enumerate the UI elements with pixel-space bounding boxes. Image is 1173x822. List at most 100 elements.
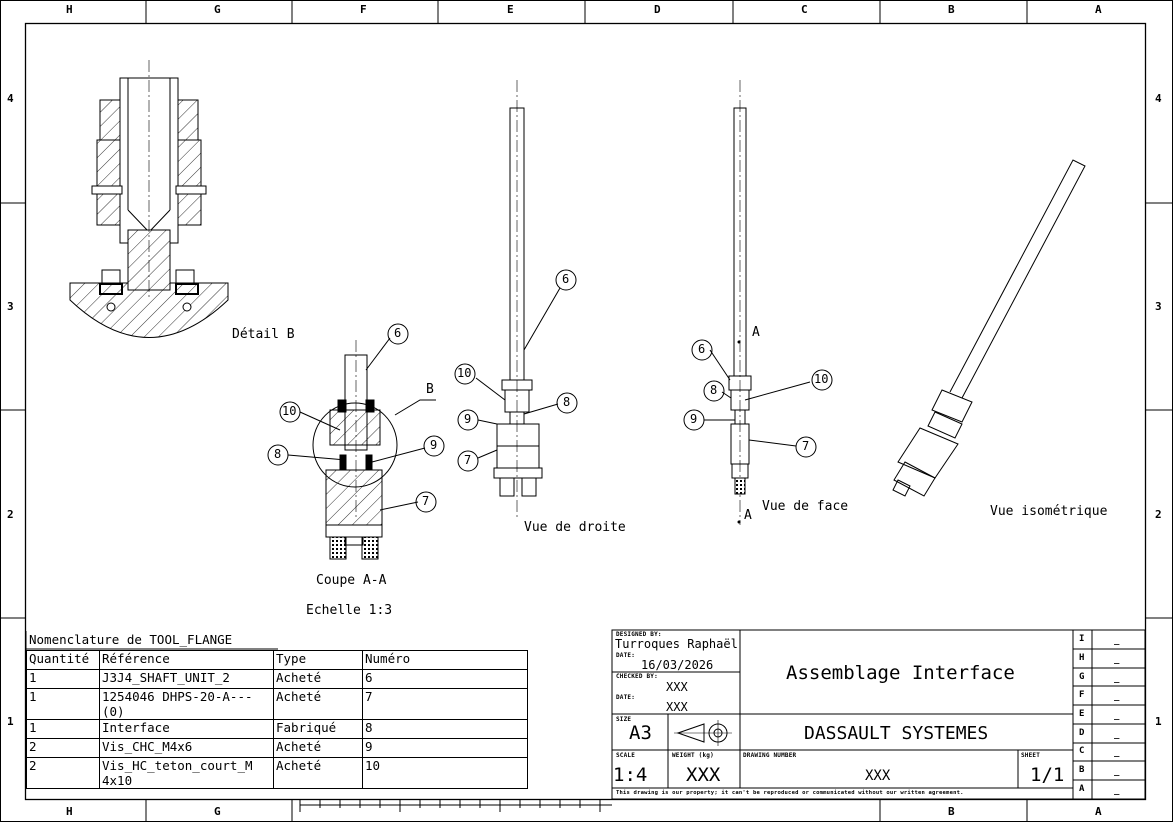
row-label: 4 <box>7 92 14 105</box>
bom-table: Quantité Référence Type Numéro 1 J3J4_SH… <box>26 650 528 789</box>
col-label: F <box>360 3 367 16</box>
balloon: 10 <box>814 372 829 386</box>
detail-label: B <box>426 382 434 397</box>
bom-cell: 7 <box>362 688 528 720</box>
scale-value: 1:4 <box>613 764 648 786</box>
table-row: 2 Vis_CHC_M4x6 Acheté 9 <box>26 738 528 758</box>
designed-by-label: DESIGNED BY: <box>616 631 662 638</box>
bom-cell: 9 <box>362 738 528 758</box>
scale-label: SCALE <box>616 752 636 759</box>
rev-value: _ <box>1114 692 1120 702</box>
bom-cell: 1 <box>26 719 100 739</box>
date-label: DATE: <box>616 652 636 659</box>
checked-date-value: XXX <box>666 700 688 714</box>
rev-value: _ <box>1114 636 1120 646</box>
section-label: Coupe A-A <box>316 573 387 588</box>
cut-label: A <box>752 325 760 340</box>
checked-date-label: DATE: <box>616 694 636 701</box>
balloon: 8 <box>563 395 571 409</box>
col-label: G <box>214 3 221 16</box>
rev-value: _ <box>1114 767 1120 777</box>
rev-letter: E <box>1079 709 1085 719</box>
drawing-number-value: XXX <box>865 768 891 784</box>
bom-cell: 2 <box>26 757 100 789</box>
rev-value: _ <box>1114 730 1120 740</box>
section-view <box>267 323 445 560</box>
rev-letter: H <box>1079 653 1085 663</box>
right-view <box>454 80 578 520</box>
row-label: 2 <box>1155 508 1162 521</box>
right-view-label: Vue de droite <box>524 520 626 535</box>
designed-by-value: Turroques Raphaël <box>615 637 738 651</box>
table-row: 2 Vis_HC_teton_court_M 4x10 Acheté 10 <box>26 757 528 789</box>
checked-by-label: CHECKED BY: <box>616 673 658 680</box>
detail-b-label: Détail B <box>232 327 295 342</box>
col-label: H <box>66 805 73 818</box>
bom-cell: Interface <box>99 719 274 739</box>
section-scale-label: Echelle 1:3 <box>306 603 393 618</box>
bom-cell: 1254046 DHPS-20-A--- (0) <box>99 688 274 720</box>
bom-cell: 10 <box>362 757 528 789</box>
rev-letter: A <box>1079 784 1085 794</box>
sheet-label: SHEET <box>1021 752 1041 759</box>
rev-letter: I <box>1079 634 1085 644</box>
bom-cell: Acheté <box>273 688 363 720</box>
balloon: 10 <box>457 366 472 380</box>
bom-cell: Acheté <box>273 757 363 789</box>
col-label: D <box>654 3 661 16</box>
size-label: SIZE <box>616 716 632 723</box>
rev-letter: D <box>1079 728 1085 738</box>
balloon: 6 <box>698 342 706 356</box>
weight-value: XXX <box>686 764 721 786</box>
row-label: 3 <box>1155 300 1162 313</box>
col-label: B <box>948 3 955 16</box>
balloon: 8 <box>710 383 718 397</box>
bom-cell: Vis_HC_teton_court_M 4x10 <box>99 757 274 789</box>
col-label: B <box>948 805 955 818</box>
bom-header: Référence <box>99 650 274 670</box>
bom-cell: 6 <box>362 669 528 689</box>
rev-value: _ <box>1114 674 1120 684</box>
iso-view <box>892 159 1086 497</box>
col-label: A <box>1095 3 1102 16</box>
disclaimer: This drawing is our property; it can't b… <box>616 790 964 796</box>
bom-cell: J3J4_SHAFT_UNIT_2 <box>99 669 274 689</box>
table-row: 1 1254046 DHPS-20-A--- (0) Acheté 7 <box>26 688 528 720</box>
col-label: C <box>801 3 808 16</box>
rev-value: _ <box>1114 711 1120 721</box>
balloon: 6 <box>394 326 402 340</box>
iso-view-label: Vue isométrique <box>990 504 1108 519</box>
bom-cell: Acheté <box>273 669 363 689</box>
row-label: 2 <box>7 508 14 521</box>
bom-title: Nomenclature de TOOL_FLANGE <box>29 632 233 647</box>
col-label: G <box>214 805 221 818</box>
weight-label: WEIGHT (kg) <box>672 752 714 759</box>
bom-cell: 1 <box>26 669 100 689</box>
front-view-label: Vue de face <box>762 499 849 514</box>
row-label: 4 <box>1155 92 1162 105</box>
bom-cell: 8 <box>362 719 528 739</box>
balloon: 9 <box>464 412 472 426</box>
company-name: DASSAULT SYSTEMES <box>804 723 989 744</box>
col-label: H <box>66 3 73 16</box>
row-label: 1 <box>1155 715 1162 728</box>
col-label: E <box>507 3 514 16</box>
cut-label: A <box>744 508 752 523</box>
drawing-number-label: DRAWING NUMBER <box>743 752 797 759</box>
rev-letter: F <box>1079 690 1085 700</box>
table-row: 1 J3J4_SHAFT_UNIT_2 Acheté 6 <box>26 669 528 689</box>
size-value: A3 <box>629 722 652 744</box>
date-value: 16/03/2026 <box>641 658 714 672</box>
rev-value: _ <box>1114 655 1120 665</box>
balloon: 6 <box>562 272 570 286</box>
rev-letter: G <box>1079 672 1085 682</box>
detail-b-view <box>69 60 229 338</box>
balloon: 10 <box>282 404 297 418</box>
col-label: A <box>1095 805 1102 818</box>
row-label: 3 <box>7 300 14 313</box>
bom-header: Numéro <box>362 650 528 670</box>
balloon: 9 <box>690 412 698 426</box>
bom-header: Quantité <box>26 650 100 670</box>
sheet-value: 1/1 <box>1030 764 1065 786</box>
